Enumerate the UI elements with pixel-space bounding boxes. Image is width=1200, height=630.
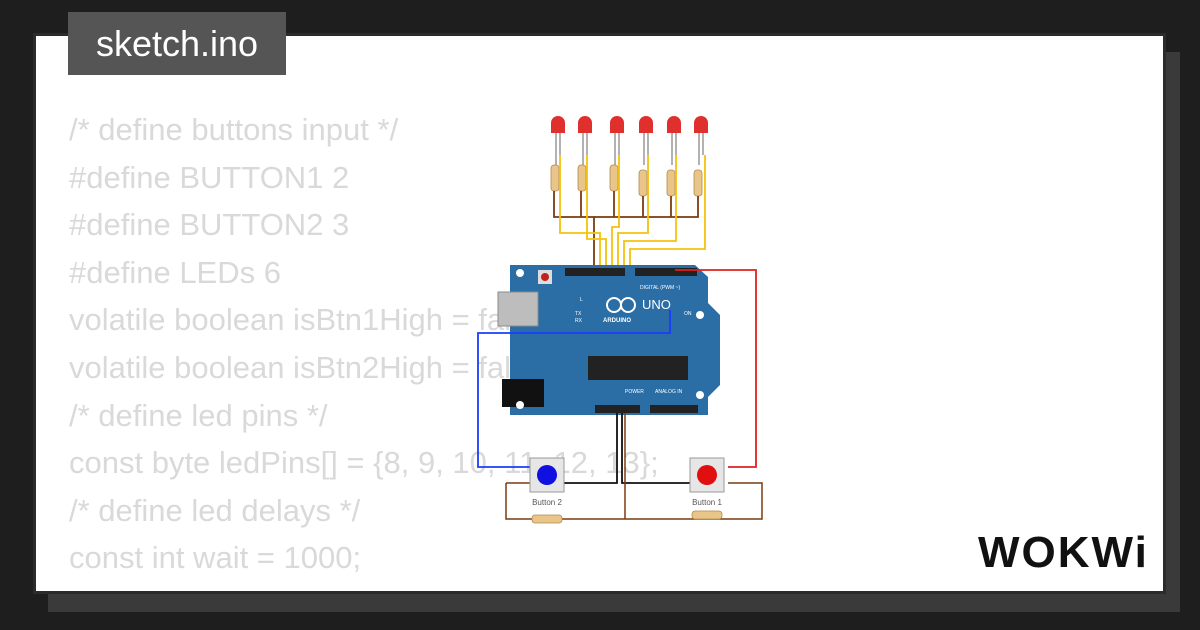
button-ground-loop — [505, 482, 763, 520]
resistor-button2 — [531, 514, 563, 524]
led-row — [551, 116, 708, 165]
file-tab-title: sketch.ino — [68, 12, 286, 75]
ground-wires — [553, 191, 699, 270]
code-background: /* define buttons input */ #define BUTTON… — [69, 106, 659, 591]
wire-black — [562, 413, 692, 484]
resistor-button1 — [691, 510, 723, 520]
power-label: POWER — [625, 389, 644, 395]
code-line: /* define led pins */ — [69, 397, 328, 433]
code-line: #define BUTTON2 3 — [69, 207, 350, 243]
circuit-diagram: UNO ARDUINO DIGITAL (PWM ~) POWER ANALOG… — [477, 116, 763, 524]
code-line: #define LEDs 6 — [69, 254, 281, 290]
led[interactable] — [667, 116, 681, 165]
button-2-label: Button 2 — [532, 498, 562, 507]
digital-label: DIGITAL (PWM ~) — [640, 285, 680, 291]
code-line: /* define led delays */ — [69, 492, 361, 528]
board-brand-label: ARDUINO — [603, 318, 631, 324]
button-1[interactable]: Button 1 — [689, 457, 725, 507]
button-1-label: Button 1 — [692, 498, 722, 507]
led-resistors — [550, 164, 703, 197]
led[interactable] — [610, 116, 624, 165]
code-line: /* define buttons input */ — [69, 112, 399, 147]
tx-label: TX — [575, 311, 582, 317]
arduino-board[interactable]: UNO ARDUINO DIGITAL (PWM ~) POWER ANALOG… — [497, 265, 720, 415]
code-line: #define BUTTON1 2 — [69, 159, 350, 195]
wire-blue — [477, 310, 671, 468]
analog-label: ANALOG IN — [655, 389, 683, 395]
signal-wires — [559, 155, 706, 270]
led[interactable] — [578, 116, 592, 165]
code-line: const byte ledPins[] = {8, 9, 10, 11, 12… — [69, 445, 659, 481]
led[interactable] — [551, 116, 565, 165]
code-line: const int wait = 1000; — [69, 540, 362, 576]
rx-label: RX — [575, 318, 583, 324]
led[interactable] — [639, 116, 653, 165]
code-line: /* ... — [69, 582, 659, 591]
wire-red — [675, 269, 757, 468]
board-model-label: UNO — [642, 297, 671, 312]
wokwi-logo: WOKWi — [978, 528, 1149, 577]
led[interactable] — [694, 116, 708, 165]
on-label: ON — [684, 311, 692, 317]
button-2[interactable]: Button 2 — [529, 457, 565, 507]
l-label: L — [580, 297, 583, 303]
